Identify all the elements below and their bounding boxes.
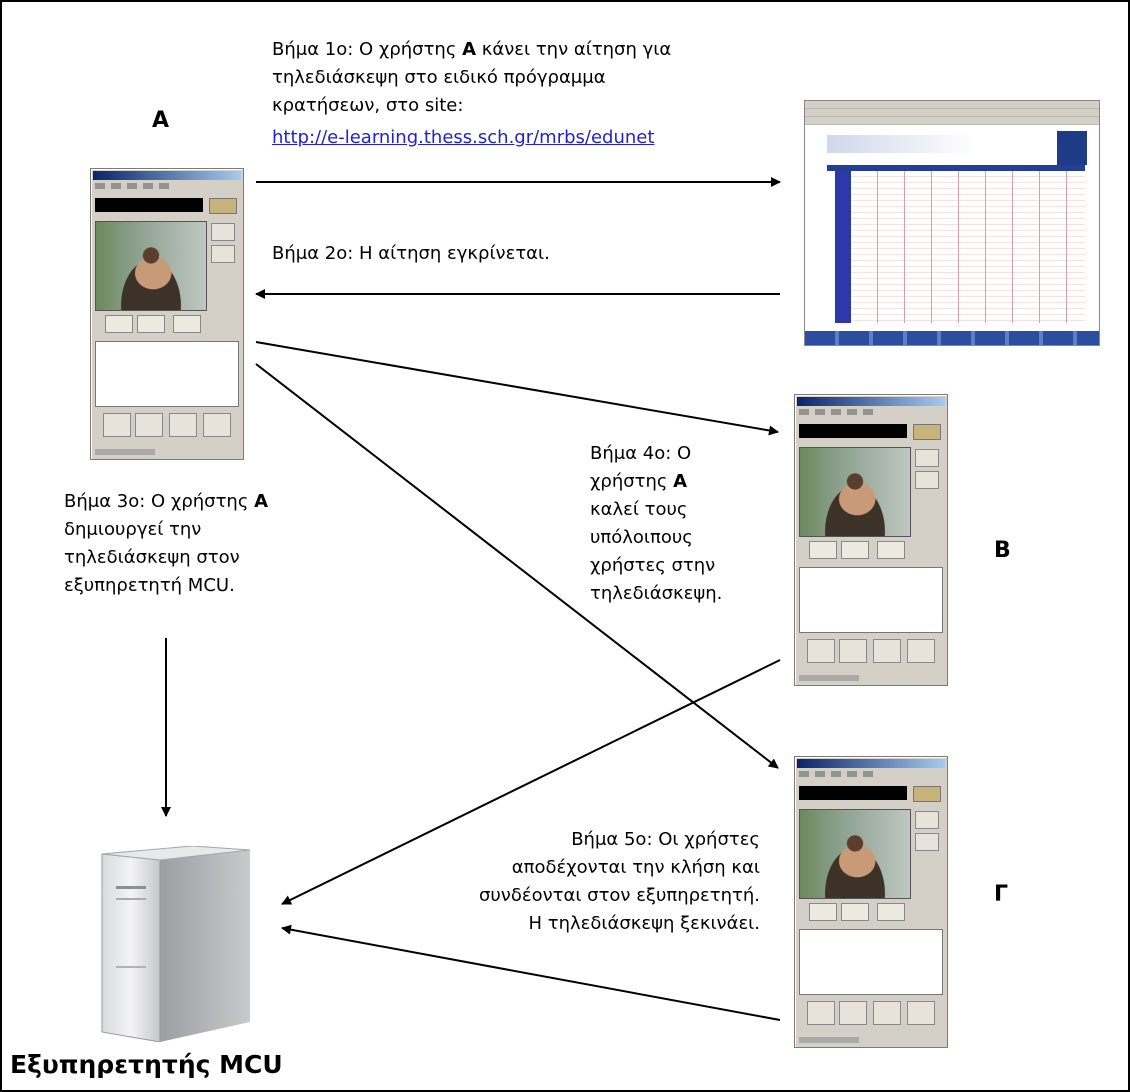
client-b-call-icon [913,424,941,440]
site-header-bar [827,165,1085,171]
client-a-menubar [95,183,175,189]
client-b-side-button-2 [915,471,939,489]
client-b-participants-list [799,567,943,633]
site-header [827,135,977,153]
client-c-side-button-2 [915,833,939,851]
client-a-address-field [95,198,203,212]
client-c-side-button-1 [915,811,939,829]
user-a-label: A [152,108,170,133]
client-c-address-field [799,786,907,800]
step3-user-a: A [254,491,269,512]
site-sidebar [835,171,851,323]
client-b-side-button-1 [915,449,939,467]
client-c-button-3 [877,903,905,921]
client-a-bottom-icon-2 [135,413,163,437]
step4-arrow-to-c [255,363,779,769]
client-c-call-icon [913,786,941,802]
client-a-call-icon [209,198,237,214]
client-c-bottom-icon-2 [839,1001,867,1025]
step5-line1: Βήμα 5ο: Οι χρήστες [571,829,760,850]
client-a-button-3 [173,315,201,333]
step1-line2: τηλεδιάσκεψη στο ειδικό πρόγραμμα [272,67,606,88]
client-a-participants-list [95,341,239,407]
client-b-titlebar [797,397,945,406]
step4-line6: τηλεδιάσκεψη. [590,583,723,604]
step5-line2: αποδέχονται την κλήση και [511,857,760,878]
site-browser-toolbar [805,101,1099,125]
client-b-video [799,447,911,537]
client-c-menubar [799,771,879,777]
server-tower-icon [101,846,250,1042]
client-a-titlebar [93,171,241,180]
client-c-button-1 [809,903,837,921]
site-booking-grid [851,171,1085,323]
booking-site-screenshot [804,100,1100,346]
client-a-bottom-icon-1 [103,413,131,437]
client-c-titlebar [797,759,945,768]
step1-line1-post: κάνει την αίτηση για [476,39,672,60]
client-b-address-field [799,424,907,438]
client-a-bottom-icon-4 [203,413,231,437]
client-a-side-button-2 [211,245,235,263]
client-window-b [794,394,948,686]
client-b-button-1 [809,541,837,559]
step1-line1: Βήμα 1ο: Ο χρήστης A κάνει την αίτηση γι… [272,36,671,64]
step4-line2-pre: χρήστης [590,471,674,492]
step5-arrow-from-b [281,659,781,905]
client-b-button-2 [841,541,869,559]
client-c-participants-list [799,929,943,995]
booking-site-link[interactable]: http://e-learning.thess.sch.gr/mrbs/edun… [272,127,655,148]
step5-arrow-from-c [281,924,781,1021]
client-b-bottom-icon-3 [873,639,901,663]
step4-line2: χρήστης A [590,468,687,496]
step3-line1: Βήμα 3ο: Ο χρήστης A [64,488,268,516]
client-a-video [95,221,207,311]
client-a-button-1 [105,315,133,333]
user-c-label: Γ [994,882,1009,907]
step3-line3: τηλεδιάσκεψη στον [64,547,240,568]
step3-line2: δημιουργεί την [64,519,202,540]
client-b-button-3 [877,541,905,559]
client-b-bottom-icon-4 [907,639,935,663]
step5-line3: συνδέονται στον εξυπηρετητή. [478,885,760,906]
client-b-statusbar [799,675,859,681]
client-window-a [90,168,244,460]
client-c-bottom-icon-4 [907,1001,935,1025]
step4-arrow-to-b [255,341,779,436]
client-c-button-2 [841,903,869,921]
user-b-label: B [994,538,1011,563]
step2-text: Βήμα 2ο: Η αίτηση εγκρίνεται. [272,243,550,264]
client-c-bottom-icon-3 [873,1001,901,1025]
step1-user-a: A [462,39,477,60]
step4-line1: Βήμα 4ο: Ο [590,443,692,464]
server-label: Εξυπηρετητής MCU [10,1050,283,1079]
client-c-bottom-icon-1 [807,1001,835,1025]
step4-line5: χρήστες στην [590,555,716,576]
step4-line3: καλεί τους [590,499,688,520]
client-b-bottom-icon-2 [839,639,867,663]
client-b-bottom-icon-1 [807,639,835,663]
client-a-button-2 [137,315,165,333]
step5-line4: Η τηλεδιάσκεψη ξεκινάει. [528,913,760,934]
step3-line4: εξυπηρετητή MCU. [64,575,235,596]
step5-text: Βήμα 5ο: Οι χρήστες αποδέχονται την κλήσ… [380,826,760,938]
client-window-c [794,756,948,1048]
step4-user-a: A [673,471,688,492]
client-c-video [799,809,911,899]
client-c-statusbar [799,1037,859,1043]
step1-line3: κρατήσεων, στο site: [272,95,464,116]
client-a-statusbar [95,449,155,455]
client-a-bottom-icon-3 [169,413,197,437]
step4-line4: υπόλοιπους [590,527,693,548]
site-taskbar [805,331,1099,345]
site-logo-icon [1057,131,1087,165]
client-a-side-button-1 [211,223,235,241]
step3-line1-pre: Βήμα 3ο: Ο χρήστης [64,491,255,512]
client-b-menubar [799,409,879,415]
step1-line1-pre: Βήμα 1ο: Ο χρήστης [272,39,463,60]
